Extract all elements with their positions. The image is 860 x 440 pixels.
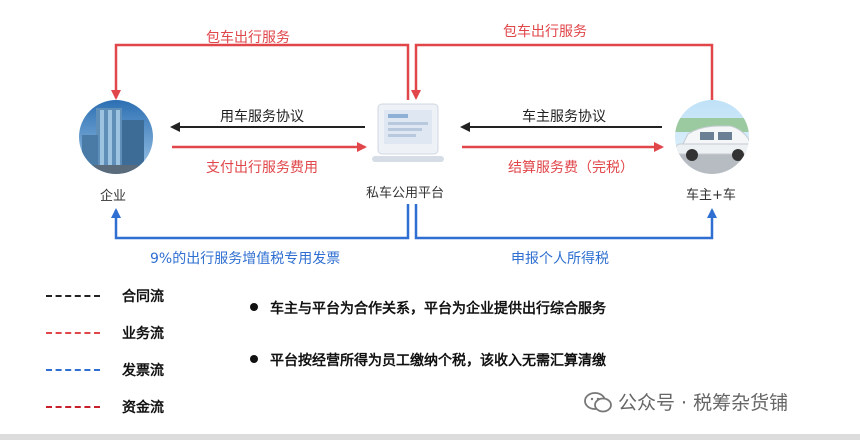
legend-swatch	[46, 406, 100, 408]
bullet-dot-icon	[250, 355, 258, 363]
enterprise-building-icon	[78, 100, 158, 180]
bottom-bar	[0, 434, 860, 440]
enterprise-label: 企业	[100, 185, 126, 204]
legend-swatch	[46, 369, 100, 371]
watermark-text: 公众号 · 税筹杂货铺	[618, 388, 788, 415]
top-right-flow-label: 包车出行服务	[503, 21, 587, 41]
legend-swatch	[46, 332, 100, 334]
bullet-text: 平台按经营所得为员工缴纳个税，该收入无需汇算清缴	[270, 353, 606, 369]
pay-left-label: 支付出行服务费用	[206, 157, 318, 177]
bullet-point: 车主与平台为合作关系，平台为企业提供出行综合服务	[250, 298, 606, 318]
agreement-left-label: 用车服务协议	[220, 106, 304, 126]
legend-item: 资金流	[46, 397, 164, 417]
tax-label: 申报个人所得税	[511, 248, 609, 268]
invoice-flow	[116, 204, 408, 238]
platform-screen-icon	[372, 104, 444, 162]
legend-label: 发票流	[122, 360, 164, 380]
platform-label: 私车公用平台	[366, 182, 444, 201]
legend-item: 合同流	[46, 286, 164, 306]
top-left-flow-label: 包车出行服务	[206, 27, 290, 47]
top-right-business-flow	[416, 45, 712, 100]
pay-right-label: 结算服务费（完税）	[508, 157, 634, 177]
wechat-icon	[584, 391, 612, 413]
watermark: 公众号 · 税筹杂货铺	[584, 388, 788, 415]
tax-flow	[416, 204, 712, 238]
legend-label: 业务流	[122, 323, 164, 343]
invoice-label: 9%的出行服务增值税专用发票	[150, 248, 340, 268]
agreement-right-label: 车主服务协议	[522, 106, 606, 126]
legend-label: 资金流	[122, 397, 164, 417]
bullet-text: 车主与平台为合作关系，平台为企业提供出行综合服务	[270, 301, 606, 317]
bullet-point: 平台按经营所得为员工缴纳个税，该收入无需汇算清缴	[250, 350, 606, 370]
owner-label: 车主+车	[686, 184, 736, 203]
legend-label: 合同流	[122, 286, 164, 306]
top-left-business-flow	[116, 45, 408, 100]
legend-item: 业务流	[46, 323, 164, 343]
legend-item: 发票流	[46, 360, 164, 380]
owner-car-icon	[670, 100, 760, 180]
bullet-dot-icon	[250, 303, 258, 311]
legend-swatch	[46, 295, 100, 297]
